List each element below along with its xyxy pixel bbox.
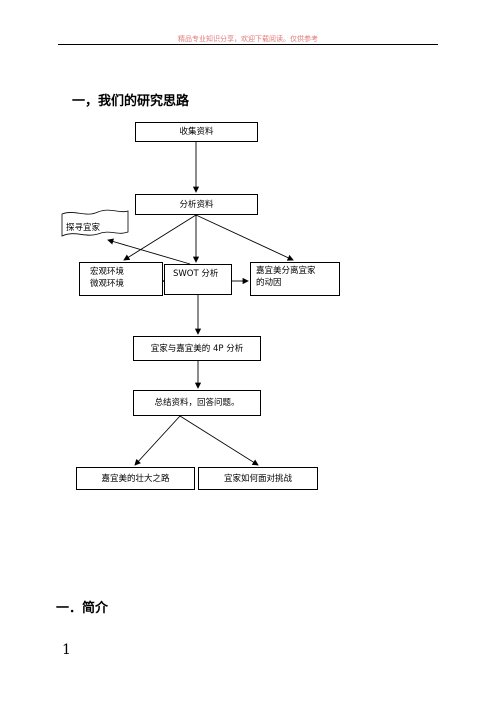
flow-box-macro-micro: 宏观环境 微观环境 [79,262,163,296]
flow-box-swot: SWOT 分析 [164,264,232,295]
header-note: 精品专业知识分享，欢迎下载阅读。仅供参考 [178,35,318,43]
header-divider [58,44,438,45]
flow-flag-find-ikea: 探寻宜家 [66,223,101,233]
flow-box-4p: 宜家与嘉宜美的 4P 分析 [133,336,261,361]
page-number: 1 [62,642,71,658]
flow-box-collect: 收集资料 [135,122,258,142]
flow-box-road: 嘉宜美的壮大之路 [76,467,195,490]
section-heading-intro: 一．简介 [56,601,109,616]
explore-ikea-flag [61,209,129,237]
flow-box-reason: 嘉宜美分离宜家 的动因 [250,262,340,296]
section-heading-research: 一，我们的研究思路 [72,94,190,109]
flow-box-summary: 总结资料，回答问题。 [133,390,261,416]
flow-box-face: 宜家如何面对挑战 [198,467,318,490]
flow-box-analyze: 分析资料 [135,194,258,215]
